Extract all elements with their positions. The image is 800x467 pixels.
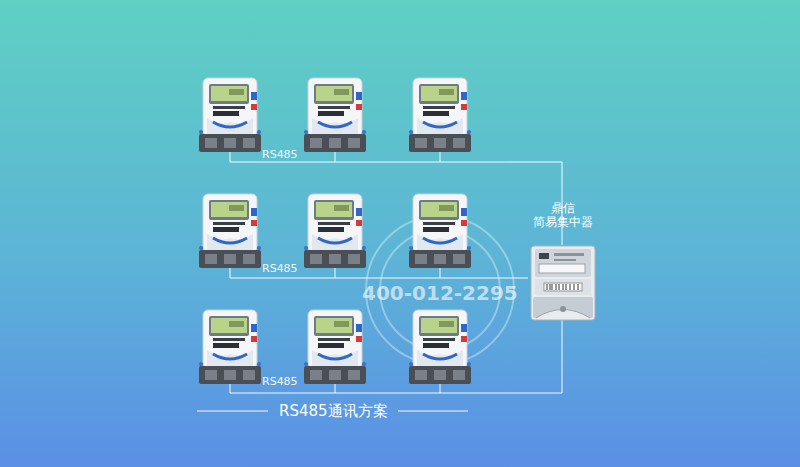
concentrator-illustration: [530, 245, 596, 321]
caption: RS485通讯方案: [279, 402, 388, 420]
bus-label: RS485: [262, 148, 298, 161]
device-label: 鼎信 简易集中器: [528, 201, 598, 229]
concentrator: 鼎信 简易集中器: [524, 201, 602, 321]
bus-label: RS485: [262, 262, 298, 275]
bus-label: RS485: [262, 375, 298, 388]
watermark: 400-012-2295: [362, 281, 518, 305]
